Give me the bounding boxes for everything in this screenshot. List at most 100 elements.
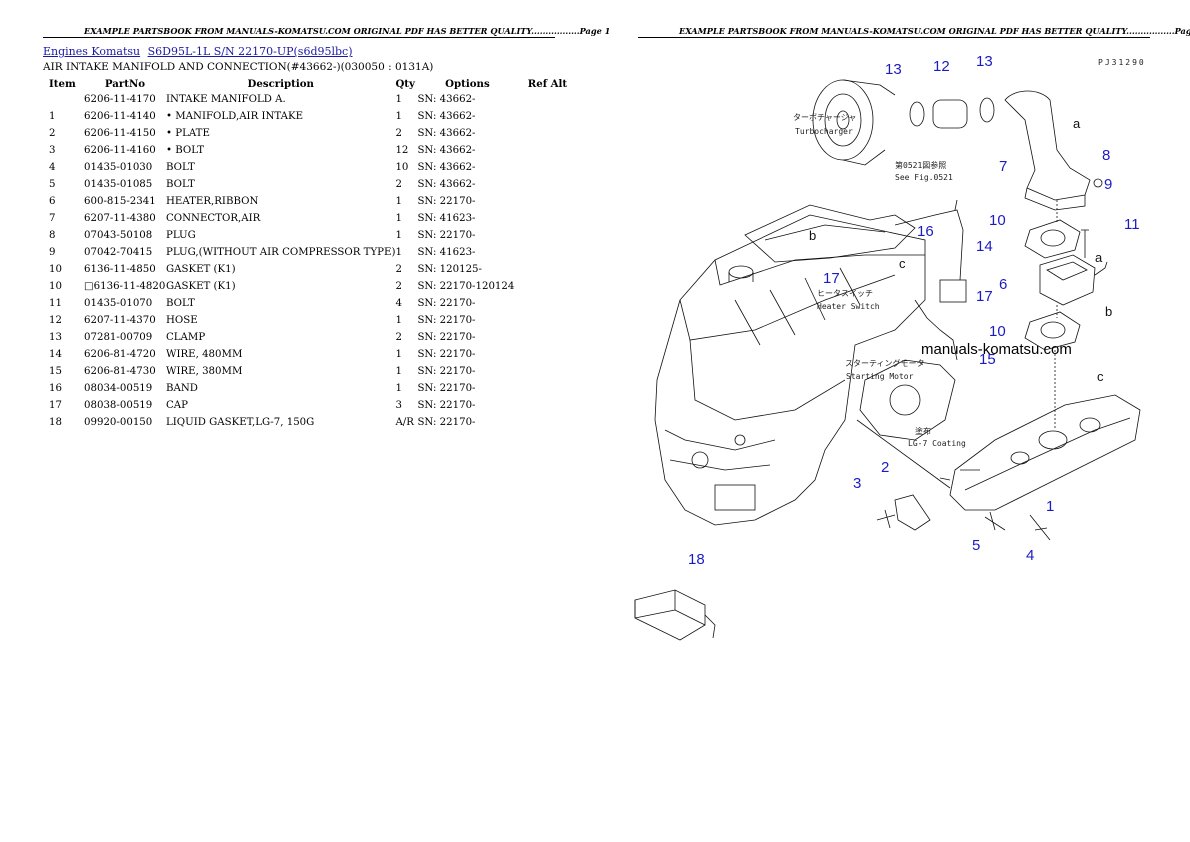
callout-9: 9	[1104, 176, 1112, 193]
cell-item: 10	[49, 264, 62, 275]
cell-refalt	[517, 363, 577, 380]
callout-10a: 10	[989, 212, 1006, 229]
cell-qty: 1	[395, 94, 402, 105]
table-header-row: Item PartNo Description Qty Options Ref …	[43, 77, 577, 91]
exploded-parts-diagram: manuals-komatsu.com PJ31290 ターボチャージャ Tur…	[634, 53, 1144, 641]
cell-options: SN: 43662-	[417, 145, 476, 156]
cell-item: 16	[49, 383, 62, 394]
header-rule-right	[638, 37, 1150, 38]
cell-partno: 6206-81-4720	[84, 349, 156, 360]
cell-description: • MANIFOLD,AIR INTAKE	[166, 111, 304, 122]
callout-15: 15	[979, 351, 996, 368]
cell-options: SN: 22170-	[417, 366, 476, 377]
cell-partno: 07043-50108	[84, 230, 153, 241]
cell-options: SN: 22170-	[417, 417, 476, 428]
cell-refalt	[517, 193, 577, 210]
header-item: Item	[49, 78, 76, 90]
cell-item: 14	[49, 349, 62, 360]
cell-item: 11	[49, 298, 62, 309]
cell-options: SN: 22170-	[417, 383, 476, 394]
cell-item: 5	[49, 179, 56, 190]
callout-12: 12	[933, 58, 950, 75]
callout-13b: 13	[976, 53, 993, 70]
breadcrumb-link-model[interactable]: S6D95L-1L S/N 22170-UP(s6d95lbc)	[147, 45, 353, 58]
letter-b2: b	[1105, 304, 1112, 319]
callout-3: 3	[853, 475, 861, 492]
cell-refalt	[517, 312, 577, 329]
cell-description: HOSE	[166, 315, 198, 326]
cell-partno: 600-815-2341	[84, 196, 156, 207]
cell-item: 17	[49, 400, 62, 411]
letter-c1: c	[899, 256, 906, 271]
cell-qty: 1	[395, 247, 402, 258]
cell-item	[43, 91, 84, 108]
cell-refalt	[517, 210, 577, 227]
cell-partno: □6136-11-4820	[84, 281, 166, 292]
cell-description: • BOLT	[166, 145, 205, 156]
cell-qty: A/R	[395, 417, 414, 428]
callout-18: 18	[688, 551, 705, 568]
cell-partno: 01435-01030	[84, 162, 153, 173]
section-title: AIR INTAKE MANIFOLD AND CONNECTION(#4366…	[43, 61, 434, 73]
callout-4: 4	[1026, 547, 1034, 564]
cell-options: SN: 22170-	[417, 298, 476, 309]
cell-item: 9	[49, 247, 56, 258]
cell-refalt	[517, 125, 577, 142]
cell-item: 12	[49, 315, 62, 326]
cell-qty: 10	[395, 162, 409, 173]
cell-options: SN: 43662-	[417, 128, 476, 139]
cell-refalt	[517, 278, 577, 295]
page-header-right: EXAMPLE PARTSBOOK FROM MANUALS-KOMATSU.C…	[679, 26, 1190, 36]
cell-item: 8	[49, 230, 56, 241]
breadcrumb-link-engines[interactable]: Engines Komatsu	[43, 45, 141, 58]
cell-item: 2	[49, 128, 56, 139]
page-header-left: EXAMPLE PARTSBOOK FROM MANUALS-KOMATSU.C…	[84, 26, 611, 36]
cell-refalt	[517, 244, 577, 261]
cell-partno: 6136-11-4850	[84, 264, 156, 275]
cell-description: INTAKE MANIFOLD A.	[166, 94, 286, 105]
watermark-text: manuals-komatsu.com	[921, 341, 1072, 358]
cell-item: 18	[49, 417, 62, 428]
cell-description: BOLT	[166, 162, 195, 173]
cell-refalt	[517, 176, 577, 193]
cell-partno: 09920-00150	[84, 417, 153, 428]
label-heater-en: Heater Switch	[817, 302, 880, 311]
cell-description: LIQUID GASKET,LG-7, 150G	[166, 417, 315, 428]
callout-5: 5	[972, 537, 980, 554]
header-qty: Qty	[395, 78, 415, 90]
label-seefig-en: See Fig.0521	[895, 173, 953, 182]
label-turbocharger-en: Turbocharger	[795, 127, 853, 136]
label-starting-jp: スターティングモータ	[845, 358, 925, 368]
cell-description: GASKET (K1)	[166, 281, 236, 292]
callout-17b: 17	[976, 288, 993, 305]
callout-7: 7	[999, 158, 1007, 175]
cell-options: SN: 22170-	[417, 349, 476, 360]
cell-refalt	[517, 91, 577, 108]
cell-options: SN: 22170-120124	[417, 281, 515, 292]
callout-2: 2	[881, 459, 889, 476]
cell-qty: 1	[395, 196, 402, 207]
cell-refalt	[517, 397, 577, 414]
cell-refalt	[517, 142, 577, 159]
cell-description: CAP	[166, 400, 189, 411]
callout-17a: 17	[823, 270, 840, 287]
cell-partno: 08038-00519	[84, 400, 153, 411]
label-starting-en: Starting Motor	[846, 372, 914, 381]
cell-item: 6	[49, 196, 56, 207]
cell-description: PLUG,(WITHOUT AIR COMPRESSOR TYPE)	[166, 247, 396, 258]
cell-partno: 07281-00709	[84, 332, 153, 343]
cell-qty: 1	[395, 366, 402, 377]
cell-partno: 6206-11-4140	[84, 111, 156, 122]
cell-options: SN: 22170-	[417, 332, 476, 343]
label-coating-en: LG-7 Coating	[908, 439, 966, 448]
